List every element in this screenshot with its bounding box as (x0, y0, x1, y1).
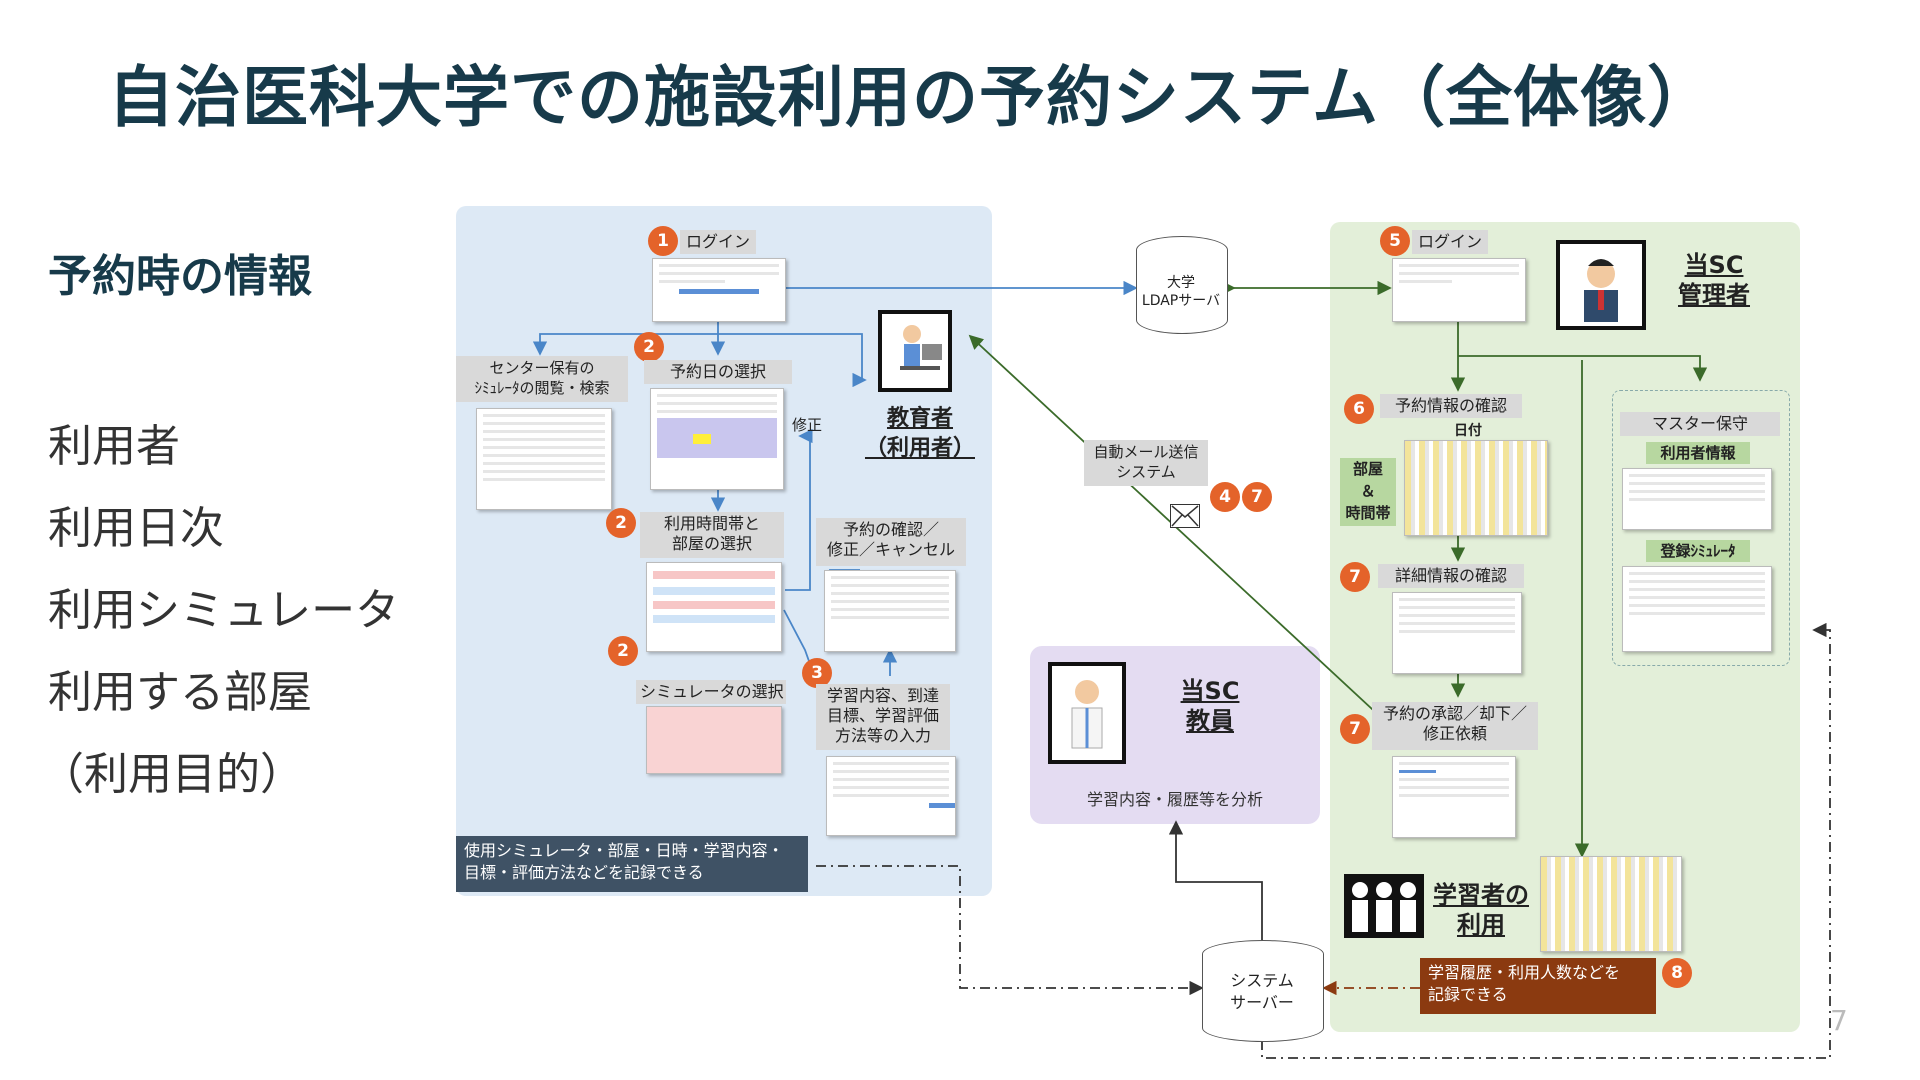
sidebar-item-date: 利用日次 (48, 503, 224, 554)
input-screenshot (826, 756, 956, 836)
page-number: 7 (1830, 1004, 1848, 1037)
master-maintenance-box (1612, 390, 1790, 666)
date-axis-label: 日付 (1454, 423, 1482, 439)
learner-usage-label: 学習者の 利用 (1433, 881, 1529, 939)
ldap-label: 大学 LDAPサーバ (1141, 275, 1221, 309)
browse-screenshot (476, 408, 612, 510)
date-select-label: 予約日の選択 (644, 360, 792, 384)
learner-grid-screenshot (1540, 856, 1682, 952)
sidebar-item-room: 利用する部屋 (48, 667, 312, 718)
reservation-check-label: 予約情報の確認 (1380, 394, 1522, 418)
step-badge-6: 6 (1344, 394, 1374, 424)
login-screenshot (652, 258, 786, 322)
browse-simulators-label: センター保有の ｼﾐｭﾚｰﾀの閲覧・検索 (456, 356, 628, 402)
step-badge-2b: 2 (606, 508, 636, 538)
step-badge-2c: 2 (608, 636, 638, 666)
confirm-screenshot (824, 570, 956, 652)
admin-avatar (1556, 240, 1646, 330)
sidebar-item-purpose: （利用目的） (40, 749, 304, 800)
reservation-grid-screenshot (1404, 440, 1548, 536)
system-server (1202, 940, 1324, 1042)
master-maintenance-label: マスター保守 (1620, 412, 1780, 436)
system-server-label: システム サーバー (1230, 971, 1294, 1012)
envelope-icon (1170, 504, 1200, 528)
detail-check-label: 詳細情報の確認 (1378, 564, 1524, 588)
step-badge-3: 3 (802, 658, 832, 688)
user-info-label: 利用者情報 (1646, 442, 1750, 464)
fix-label: 修正 (792, 416, 823, 434)
calendar-screenshot (650, 388, 784, 490)
people-group-icon (1352, 882, 1416, 932)
sidebar-heading: 予約時の情報 (48, 251, 312, 302)
simulator-select-screenshot (646, 706, 782, 774)
businessman-icon (1584, 259, 1618, 322)
time-room-label: 利用時間帯と 部屋の選択 (640, 512, 784, 558)
educator-label: 教育者 （利用者） (864, 406, 975, 461)
room-time-axis-label: 部屋 ＆ 時間帯 (1340, 458, 1396, 526)
auto-mail-label: 自動メール送信 システム (1084, 440, 1208, 486)
admin-login-label: ログイン (1412, 230, 1488, 254)
input-learning-label: 学習内容、到達 目標、学習評価 方法等の入力 (816, 684, 950, 750)
ldap-server (1136, 236, 1228, 334)
educator-icon (900, 325, 942, 370)
login-label: ログイン (680, 230, 756, 254)
page-title: 自治医科大学での施設利用の予約システム（全体像） (108, 59, 1715, 136)
approval-screenshot (1392, 756, 1516, 838)
admin-login-screenshot (1392, 258, 1526, 322)
simulator-select-label: シミュレータの選択 (636, 680, 786, 704)
registered-simulator-screenshot (1622, 566, 1772, 652)
step-badge-7b: 7 (1340, 562, 1370, 592)
teacher-avatar (1048, 662, 1126, 764)
learner-record-note: 学習履歴・利用人数などを 記録できる (1420, 958, 1656, 1014)
learners-icon (1344, 874, 1424, 938)
confirm-label: 予約の確認／ 修正／キャンセル (816, 518, 966, 566)
teacher-label: 当SC 教員 (1180, 677, 1240, 735)
educator-avatar (878, 310, 952, 392)
step-badge-7a: 7 (1242, 482, 1272, 512)
user-record-note: 使用シミュレータ・部屋・日時・学習内容・ 目標・評価方法などを記録できる (456, 836, 808, 892)
time-room-screenshot (646, 562, 782, 652)
registered-simulator-label: 登録ｼﾐｭﾚｰﾀ (1646, 540, 1750, 562)
step-badge-1: 1 (648, 226, 678, 256)
sidebar-item-user: 利用者 (48, 421, 180, 472)
teacher-analysis-text: 学習内容・履歴等を分析 (1086, 790, 1263, 809)
sidebar-item-simulator: 利用シミュレータ (48, 585, 400, 636)
approval-label: 予約の承認／却下／ 修正依頼 (1372, 702, 1538, 750)
step-badge-2a: 2 (634, 332, 664, 362)
step-badge-7c: 7 (1340, 714, 1370, 744)
admin-label: 当SC 管理者 (1678, 251, 1750, 309)
user-info-screenshot (1622, 468, 1772, 530)
detail-screenshot (1392, 592, 1522, 674)
step-badge-5: 5 (1380, 226, 1410, 256)
step-badge-8: 8 (1662, 958, 1692, 988)
doctor-icon (1071, 680, 1103, 749)
step-badge-4: 4 (1210, 482, 1240, 512)
